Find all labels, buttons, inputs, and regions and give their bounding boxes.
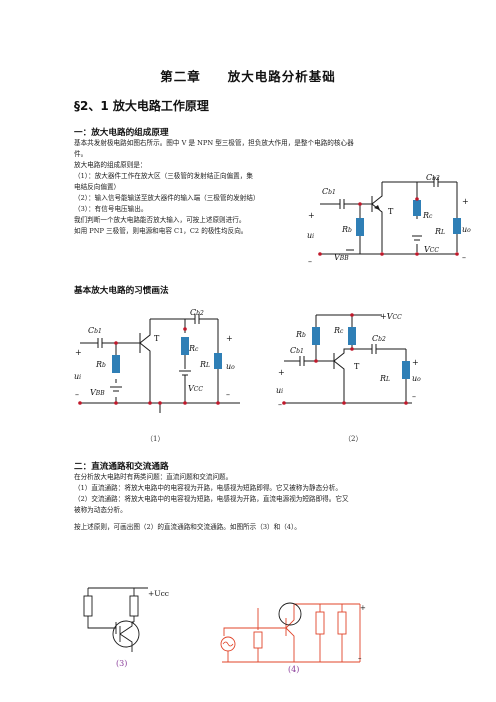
part2-p2a: （1）直流通路：将放大电路中的电容视为开路，电感视为短路即得。它又被称为静态分析… bbox=[74, 484, 342, 492]
intro-line-2: 件。 bbox=[74, 150, 88, 158]
resistor-rc bbox=[413, 200, 421, 216]
principles-title: 放大电路的组成原则是： bbox=[74, 161, 147, 169]
svg-text:+VCC: +VCC bbox=[380, 312, 402, 321]
svg-text:T: T bbox=[154, 334, 160, 343]
fig2-resistor-rb bbox=[312, 327, 320, 345]
svg-text:uo: uo bbox=[226, 362, 235, 371]
fig1-resistor-rc bbox=[181, 337, 189, 355]
svg-text:VBB: VBB bbox=[334, 253, 349, 262]
svg-text:–: – bbox=[75, 390, 79, 399]
fig1-resistor-rb bbox=[112, 355, 120, 373]
svg-text:–: – bbox=[226, 390, 230, 399]
rule-1a: （1）：放大器件工作在放大区（三极管的发射结正向偏置，集 bbox=[74, 172, 253, 180]
section-title: §2、1 放大电路工作原理 bbox=[74, 99, 209, 113]
svg-text:Rb: Rb bbox=[341, 225, 352, 234]
svg-text:Rc: Rc bbox=[422, 211, 433, 220]
svg-text:Cb2: Cb2 bbox=[372, 334, 386, 343]
svg-text:Cb2: Cb2 bbox=[426, 174, 440, 182]
svg-text:–: – bbox=[308, 257, 312, 266]
rule-2: （2）：输入信号能输送至放大器件的输入端（三极管的发射结） bbox=[74, 194, 260, 202]
svg-text:Cb2: Cb2 bbox=[190, 308, 204, 317]
svg-text:RL: RL bbox=[434, 227, 445, 236]
figure-1-caption: （1） bbox=[146, 435, 165, 443]
svg-text:ui: ui bbox=[74, 372, 81, 381]
fig2-resistor-rc bbox=[348, 327, 356, 345]
svg-text:–: – bbox=[462, 253, 466, 262]
svg-text:Rb: Rb bbox=[295, 330, 306, 339]
svg-text:(4): (4) bbox=[288, 665, 299, 674]
svg-text:+: + bbox=[360, 604, 366, 612]
svg-text:+Ucc: +Ucc bbox=[148, 589, 169, 598]
svg-text:T: T bbox=[354, 362, 360, 371]
chapter-title: 第二章 放大电路分析基础 bbox=[160, 69, 336, 84]
circuit-common-emitter: Cb1 Cb2 Rb Rc RL T ui uo VBB VCC + – + – bbox=[307, 174, 471, 266]
svg-text:–: – bbox=[412, 392, 416, 401]
intro-line-1: 基本共发射极电路如图右所示。图中 V 是 NPN 型三极管，担负放大作用，是整个… bbox=[74, 139, 354, 147]
svg-text:uo: uo bbox=[462, 225, 471, 234]
pnp-text: 如用 PNP 三极管，则电源和电容 C1，C2 的极性均反向。 bbox=[74, 227, 248, 235]
rule-1b: 电结反向偏置） bbox=[74, 183, 121, 191]
svg-text:Cb1: Cb1 bbox=[290, 346, 304, 355]
circuit-figure-3-dc: +Ucc (3) bbox=[83, 587, 169, 668]
svg-text:VCC: VCC bbox=[424, 245, 439, 254]
part2-p2b: （2）交流通路：将放大电路中的电容视为短路，电感视为开路，直流电源视为短路即得。… bbox=[74, 495, 349, 503]
svg-text:Rc: Rc bbox=[333, 326, 344, 335]
part1-text: 基本共发射极电路如图右所示。图中 V 是 NPN 型三极管，担负放大作用，是整个… bbox=[74, 138, 434, 237]
svg-text:+: + bbox=[412, 358, 419, 367]
svg-text:RL: RL bbox=[199, 360, 210, 369]
svg-text:+: + bbox=[75, 348, 82, 357]
svg-text:VBB: VBB bbox=[90, 388, 105, 397]
judge-text: 我们判断一个放大电路能否放大输入，可按上述原则进行。 bbox=[74, 216, 246, 224]
svg-text:+: + bbox=[278, 368, 285, 377]
part2-p2c: 被称为动态分析。 bbox=[74, 506, 127, 514]
part2-heading: 二：直流通路和交流通路 bbox=[74, 462, 169, 472]
svg-text:–: – bbox=[358, 654, 362, 662]
svg-text:ui: ui bbox=[307, 231, 314, 240]
svg-text:–: – bbox=[278, 400, 282, 409]
circuit-figure-2: +VCC Rb Rc Cb1 Cb2 T RL uo ui + – + – bbox=[276, 312, 421, 409]
svg-text:T: T bbox=[388, 207, 394, 216]
svg-text:Cb1: Cb1 bbox=[322, 187, 336, 196]
circuit-figure-1: Cb1 Cb2 Rb Rc RL T ui uo VBB VCC + – + – bbox=[74, 308, 240, 413]
svg-text:Rb: Rb bbox=[95, 360, 106, 369]
svg-text:uo: uo bbox=[412, 374, 421, 383]
svg-text:+: + bbox=[462, 197, 469, 206]
svg-text:Rc: Rc bbox=[188, 344, 199, 353]
resistor-rl bbox=[453, 218, 461, 234]
resistor-rb bbox=[356, 218, 364, 236]
custom-drawing-heading: 基本放大电路的习惯画法 bbox=[74, 286, 169, 296]
svg-text:RL: RL bbox=[379, 374, 390, 383]
part1-heading: 一：放大电路的组成原理 bbox=[74, 128, 169, 138]
part2-p3: 按上述原则，可画出图（2）的直流通路和交流通路。如图所示（3）和（4）。 bbox=[74, 523, 301, 531]
figure-2-caption: （2） bbox=[344, 435, 363, 443]
fig1-resistor-rl bbox=[214, 353, 222, 369]
svg-text:+: + bbox=[308, 211, 315, 220]
svg-text:Cb1: Cb1 bbox=[88, 326, 102, 335]
part2-p1: 在分析放大电路时有两类问题：直流问题和交流问题。 bbox=[74, 473, 233, 481]
svg-text:VCC: VCC bbox=[188, 384, 203, 393]
part2-text: 在分析放大电路时有两类问题：直流问题和交流问题。 （1）直流通路：将放大电路中的… bbox=[74, 472, 434, 533]
fig2-resistor-rl bbox=[402, 361, 410, 379]
svg-text:+: + bbox=[226, 334, 233, 343]
circuit-figure-4-ac: + – (4) bbox=[220, 602, 366, 674]
svg-text:(3): (3) bbox=[116, 659, 127, 668]
rule-3: （3）：有信号电压输出。 bbox=[74, 205, 148, 213]
svg-text:ui: ui bbox=[276, 386, 283, 395]
